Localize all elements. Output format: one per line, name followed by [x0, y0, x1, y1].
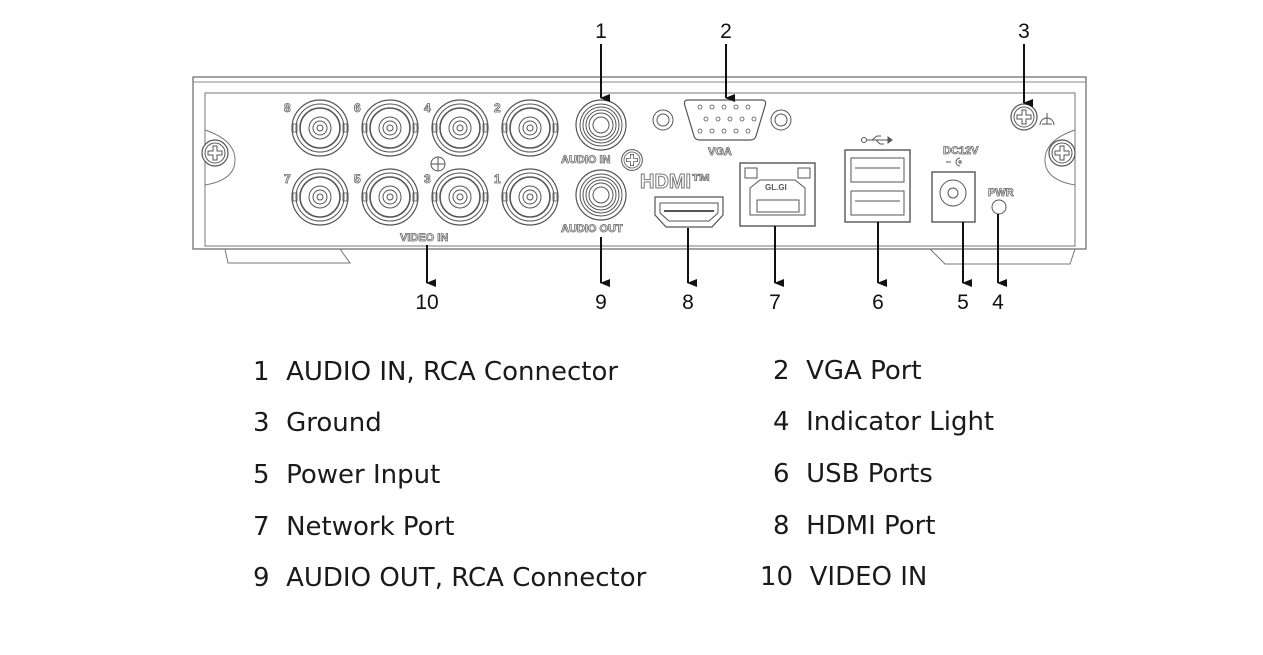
callout-5: 5: [957, 291, 969, 314]
usb-icon: [861, 135, 893, 145]
vga-pin: [727, 116, 733, 122]
hdmi-port: [654, 196, 724, 228]
hdmi-logo: HDMI™: [640, 171, 711, 193]
legend-item: 1 AUDIO IN, RCA Connector: [253, 357, 619, 387]
callout-8: 8: [682, 291, 694, 314]
channel-label: 7: [284, 172, 291, 186]
channel-label: 8: [284, 101, 291, 115]
legend-item: 4 Indicator Light: [773, 407, 995, 437]
bnc-connector: [431, 99, 489, 157]
vga-pin: [721, 104, 727, 110]
callout-arrows: [426, 44, 1033, 287]
vga-pin: [721, 128, 727, 134]
bnc-connector: [501, 99, 559, 157]
vga-pin: [709, 128, 715, 134]
vga-pin: [697, 128, 703, 134]
vga-label: VGA: [708, 146, 732, 158]
video-in-label: VIDEO IN: [400, 232, 448, 244]
network-port-label: GL.GI: [765, 183, 787, 192]
vga-pin: [739, 116, 745, 122]
bnc-connector: [361, 168, 419, 226]
indicator-light: [991, 199, 1007, 215]
legend-item: 9 AUDIO OUT, RCA Connector: [253, 563, 647, 593]
audio-out-rca: [575, 169, 627, 221]
callout-3: 3: [1018, 20, 1030, 43]
vga-pin: [745, 104, 751, 110]
vga-pin: [745, 128, 751, 134]
channel-label: 2: [494, 101, 501, 115]
pwr-label: PWR: [988, 187, 1014, 199]
callout-2: 2: [720, 20, 732, 43]
legend-item: 5 Power Input: [253, 460, 441, 490]
channel-label: 1: [494, 172, 501, 186]
video-in-bnc-group: 8 6 4 2 7 5 3 1 VIDEO IN: [284, 99, 559, 244]
dc-label: DC12V: [943, 145, 979, 157]
audio-in-rca: [575, 99, 627, 151]
vga-pin: [703, 116, 709, 122]
vga-pin: [697, 104, 703, 110]
vga-pin: [733, 128, 739, 134]
callout-9: 9: [595, 291, 607, 314]
callout-7: 7: [769, 291, 781, 314]
dc-polarity-icon: [946, 157, 962, 167]
bnc-connector: [361, 99, 419, 157]
vga-pin: [733, 104, 739, 110]
network-port: GL.GI: [739, 162, 816, 227]
channel-label: 3: [424, 172, 431, 186]
legend-item: 10 VIDEO IN: [760, 562, 928, 592]
chassis-screw-right: [1048, 139, 1076, 167]
legend-item: 6 USB Ports: [773, 459, 933, 489]
channel-label: 6: [354, 101, 361, 115]
audio-out-label: AUDIO OUT: [561, 223, 623, 235]
screw-icon: [621, 149, 643, 171]
power-input: DC12V: [931, 145, 980, 223]
ground-symbol-icon: [1039, 113, 1055, 126]
channel-label: 5: [354, 172, 361, 186]
callout-10: 10: [415, 291, 438, 314]
legend-item: 7 Network Port: [253, 512, 455, 542]
bnc-connector: [431, 168, 489, 226]
vga-pin: [751, 116, 757, 122]
chassis-screw-left: [201, 139, 229, 167]
vga-pin: [709, 104, 715, 110]
vga-pin: [715, 116, 721, 122]
callout-4: 4: [992, 291, 1004, 314]
audio-in-label: AUDIO IN: [561, 154, 611, 166]
bnc-connector: [291, 168, 349, 226]
ground-mark-icon: [430, 156, 446, 172]
callout-6: 6: [872, 291, 884, 314]
legend-item: 3 Ground: [253, 408, 382, 438]
vga-port: VGA: [652, 99, 792, 158]
legend-item: 8 HDMI Port: [773, 511, 936, 541]
legend-item: 2 VGA Port: [773, 356, 922, 386]
bnc-connector: [291, 99, 349, 157]
channel-label: 4: [424, 101, 431, 115]
bnc-connector: [501, 168, 559, 226]
ground-screw-icon: [1010, 103, 1038, 131]
callout-1: 1: [595, 20, 607, 43]
usb-ports: [844, 135, 911, 223]
